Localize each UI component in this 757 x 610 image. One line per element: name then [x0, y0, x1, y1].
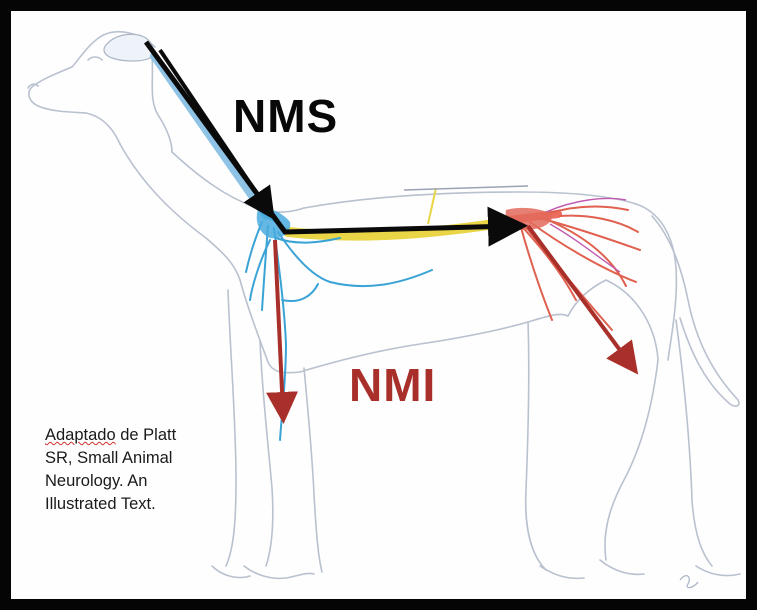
dog-front-paw-near	[244, 566, 314, 578]
dog-croup	[636, 204, 676, 360]
credit-word-adaptado: Adaptado	[45, 426, 116, 444]
brain-outline	[104, 34, 153, 61]
dog-front-leg-front	[260, 340, 273, 566]
dog-hind-paw-near	[540, 566, 584, 578]
dog-hind-leg-front	[526, 322, 546, 570]
dog-front-paw-far	[212, 566, 250, 578]
source-credit: Adaptado de Platt SR, Small Animal Neuro…	[45, 424, 220, 516]
dog-hind-leg-back	[605, 360, 658, 560]
dog-neck-front	[120, 144, 240, 280]
dog-front-leg-far	[226, 290, 236, 566]
vertebral-line	[404, 186, 528, 190]
credit-line-3: Neurology. An	[45, 470, 220, 493]
dog-chest	[240, 280, 300, 373]
dog-hind-paw-back	[696, 566, 740, 576]
credit-line-4: Illustrated Text.	[45, 493, 220, 516]
dog-tail	[652, 216, 739, 406]
dog-hind-thigh	[568, 280, 658, 360]
artist-signature	[680, 576, 698, 588]
dog-hind-paw-far	[600, 560, 644, 574]
nmi-label: NMI	[349, 362, 436, 408]
dog-eye	[88, 57, 102, 60]
pudendal-nerves	[546, 199, 626, 273]
credit-line-1-rest: de Platt	[116, 426, 177, 444]
credit-line-1: Adaptado de Platt	[45, 424, 220, 447]
dog-front-leg-back	[304, 368, 322, 572]
credit-line-2: SR, Small Animal	[45, 447, 220, 470]
dog-hind-leg-inner	[676, 320, 712, 566]
nms-label: NMS	[233, 93, 338, 139]
